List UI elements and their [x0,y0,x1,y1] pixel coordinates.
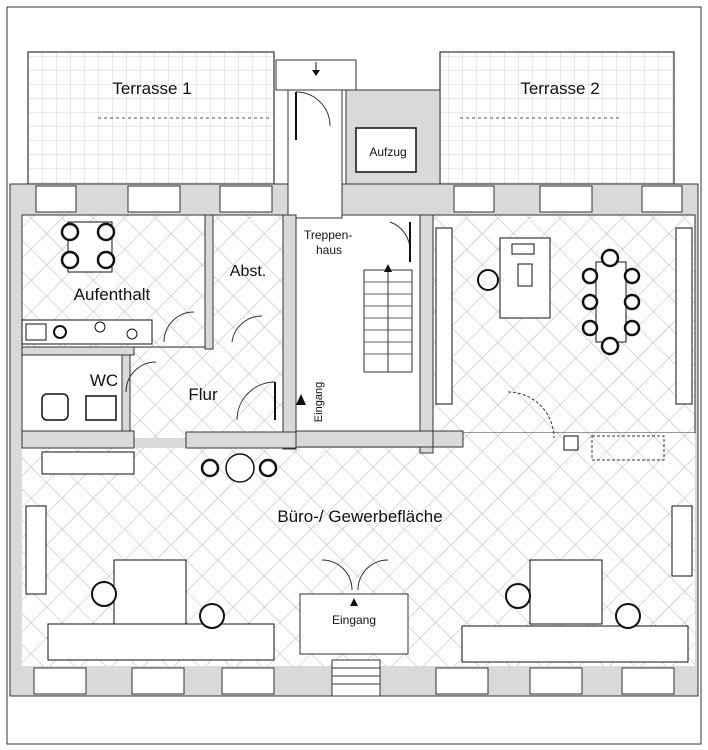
cabinet-right [675,227,693,405]
stairwell-label-2: haus [316,243,342,257]
staircase [363,221,413,373]
pillar [563,435,579,451]
main-entrance [299,559,409,697]
terrace-1-label: Terrasse 1 [112,79,191,98]
shelf-left-top [41,451,135,475]
side-entrance-arrow [296,394,306,405]
storage-label: Abst. [230,263,266,280]
lounge-label: Aufenthalt [74,285,151,304]
reception-desk [477,237,551,319]
wc-toilet [41,393,69,421]
wall-hall-bottom [185,431,297,449]
conference-table [581,248,641,356]
wc-sink [85,395,117,421]
cabinet-left [435,227,453,405]
lounge-table [60,221,116,273]
shelf-left-side [25,505,47,595]
wall-wc-right [121,354,131,432]
terrace-1: Terrasse 1 [27,51,275,185]
wall-wc-bottom [21,430,135,449]
office-right-floor [432,214,696,434]
shelf-right-side [671,505,693,577]
terrace-2-label: Terrasse 2 [520,79,599,98]
main-entrance-label: Eingang [332,613,376,627]
elevator-car [355,127,417,173]
counter-dashed [591,435,665,461]
hallway-table [200,453,278,483]
wall-stair-bottom [295,430,434,448]
office-area-label: Büro-/ Gewerbefläche [277,507,442,526]
stairwell-label-1: Treppen- [304,228,352,242]
wc-label: WC [90,371,118,390]
wall-storage-stair [282,214,297,450]
elevator-label: Aufzug [369,145,406,159]
workstation-right [461,559,689,663]
side-entrance-label: Eingang [313,382,325,422]
hallway-label: Flur [188,385,218,404]
wall-stair-right [419,214,434,454]
window-bays [33,185,683,695]
wall-lounge-storage [204,214,214,350]
wall-lounge-bottom [21,346,135,356]
storage-floor [212,214,284,350]
wall-right-bottom [432,430,464,448]
workstation-left [47,559,275,661]
kitchen-counter [21,319,153,345]
terrace-2: Terrasse 2 [439,51,675,185]
hallway-floor [130,348,294,438]
